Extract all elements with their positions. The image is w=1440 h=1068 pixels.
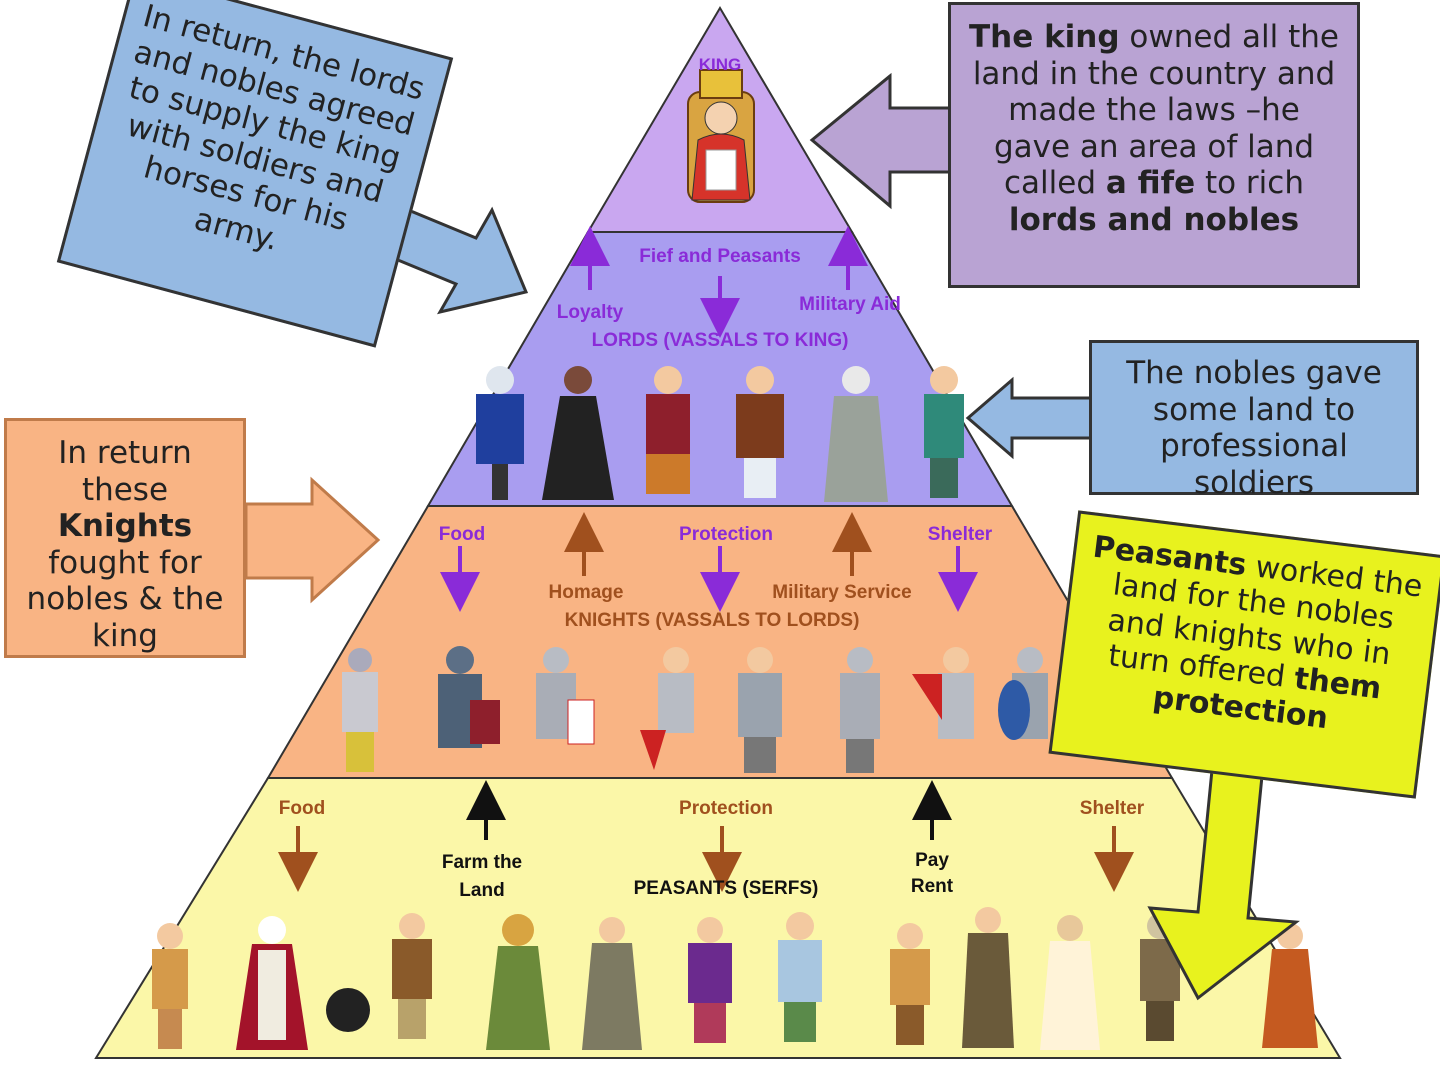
peasant-shelter-label: Shelter — [1080, 798, 1145, 819]
peasant-food-label: Food — [279, 798, 325, 819]
land-label: Land — [459, 880, 504, 901]
military-aid-label: Military Aid — [799, 294, 901, 315]
lords-callout-text: In return, the lords and nobles agreed t… — [123, 0, 429, 258]
nobles-callout-box: The nobles gave some land to professiona… — [1089, 340, 1419, 501]
military-service-label: Military Service — [772, 582, 911, 603]
knight-shelter-label: Shelter — [928, 524, 993, 545]
knight-protection-label: Protection — [679, 524, 773, 545]
lords-title: LORDS (VASSALS TO KING) — [592, 330, 849, 351]
king-callout-bold-3: lords and nobles — [1008, 201, 1300, 238]
peasant-figures-icon — [152, 907, 1318, 1050]
loyalty-label: Loyalty — [557, 302, 624, 323]
nobles-callout-text: The nobles gave some land to professiona… — [1126, 355, 1382, 501]
peasant-protection-label: Protection — [679, 798, 773, 819]
knights-callout-bold: Knights — [57, 508, 193, 545]
pay-label: Pay — [915, 850, 949, 871]
knight-food-label: Food — [439, 524, 485, 545]
homage-label: Homage — [549, 582, 624, 603]
fief-label: Fief and Peasants — [639, 246, 801, 267]
nobles-callout-arrow-icon — [965, 376, 1094, 460]
king-callout-arrow-icon — [809, 72, 954, 210]
knights-callout-arrow-icon — [244, 476, 381, 604]
king-callout-bold-1: The king — [969, 19, 1120, 55]
farm-the-label: Farm the — [442, 852, 522, 873]
king-callout-text-1: owned all the land in the country and ma… — [972, 19, 1339, 202]
king-callout-bold-2: a fife — [1105, 165, 1196, 202]
king-label: KING — [699, 55, 742, 74]
king-callout-text-2: to rich — [1195, 165, 1304, 202]
king-figure-icon — [687, 69, 755, 203]
knights-title: KNIGHTS (VASSALS TO LORDS) — [565, 610, 860, 631]
king-callout-box: The king owned all the land in the count… — [948, 2, 1360, 288]
knights-figures-icon — [342, 646, 1048, 773]
knights-callout-text-1: In return these — [58, 435, 192, 508]
rent-label: Rent — [911, 876, 954, 897]
peasants-title: PEASANTS (SERFS) — [634, 878, 819, 899]
knights-callout-box: In return these Knights fought for noble… — [4, 418, 246, 658]
lords-figures-icon — [476, 366, 964, 502]
peasants-callout-box: Peasants worked the land for the nobles … — [1048, 510, 1440, 799]
knights-callout-text-2: fought for nobles & the king — [26, 544, 224, 654]
